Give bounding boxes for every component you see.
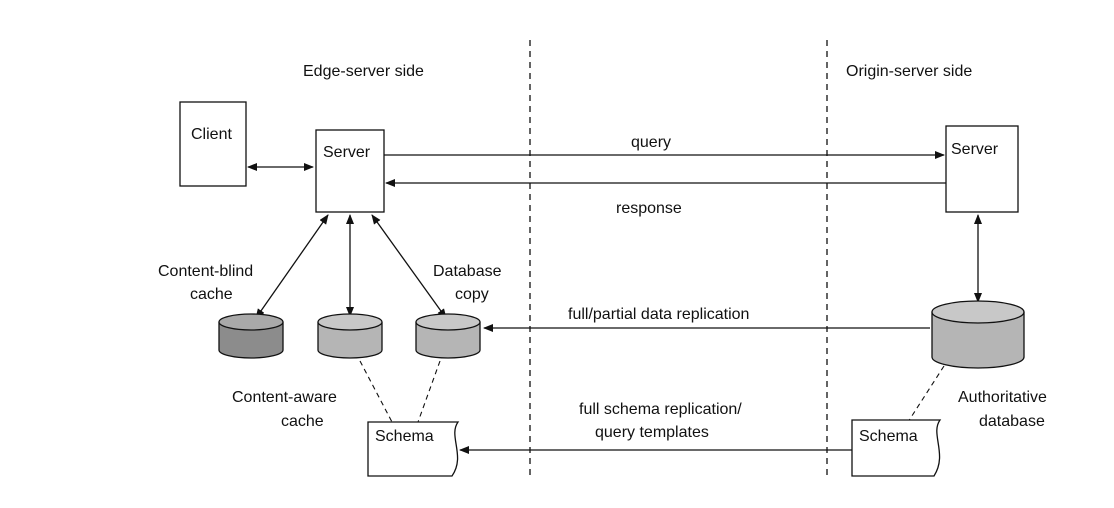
response-label: response: [616, 200, 682, 217]
origin-schema-label: Schema: [859, 428, 918, 445]
authoritative-database-cylinder: [931, 300, 1025, 369]
client-label: Client: [191, 126, 232, 143]
query-label: query: [631, 134, 671, 151]
edge-schema-document: [367, 421, 460, 477]
content-blind-label-line1: Content-blind: [158, 263, 253, 280]
origin-schema-document: [851, 419, 942, 477]
origin-side-heading: Origin-server side: [846, 63, 972, 80]
authoritative-schema-link: [907, 365, 945, 423]
server-database-copy-arrow: [371, 214, 447, 319]
database-copy-cylinder: [415, 313, 481, 359]
database-copy-label-line1: Database: [433, 263, 502, 280]
origin-server-box: [945, 125, 1019, 213]
content-aware-label-line2: cache: [281, 413, 324, 430]
edge-schema-label: Schema: [375, 428, 434, 445]
schema-replication-label-line1: full schema replication/: [579, 401, 742, 418]
edge-side-heading: Edge-server side: [303, 63, 424, 80]
content-aware-label-line1: Content-aware: [232, 389, 337, 406]
edge-server-label: Server: [323, 144, 371, 161]
client-box: [179, 101, 247, 187]
edge-server-box: [315, 129, 385, 213]
database-copy-schema-link: [417, 360, 441, 423]
database-copy-label-line2: copy: [455, 286, 489, 303]
content-aware-cache-cylinder: [317, 313, 383, 359]
origin-server-label: Server: [951, 141, 999, 158]
content-blind-cache-cylinder: [218, 313, 284, 359]
schema-replication-label-line2: query templates: [595, 424, 709, 441]
data-replication-label: full/partial data replication: [568, 306, 749, 323]
server-content-blind-arrow: [255, 214, 329, 319]
content-aware-schema-link: [359, 360, 393, 423]
content-blind-label-line2: cache: [190, 286, 233, 303]
authoritative-db-label-line2: database: [979, 413, 1045, 430]
authoritative-db-label-line1: Authoritative: [958, 389, 1047, 406]
